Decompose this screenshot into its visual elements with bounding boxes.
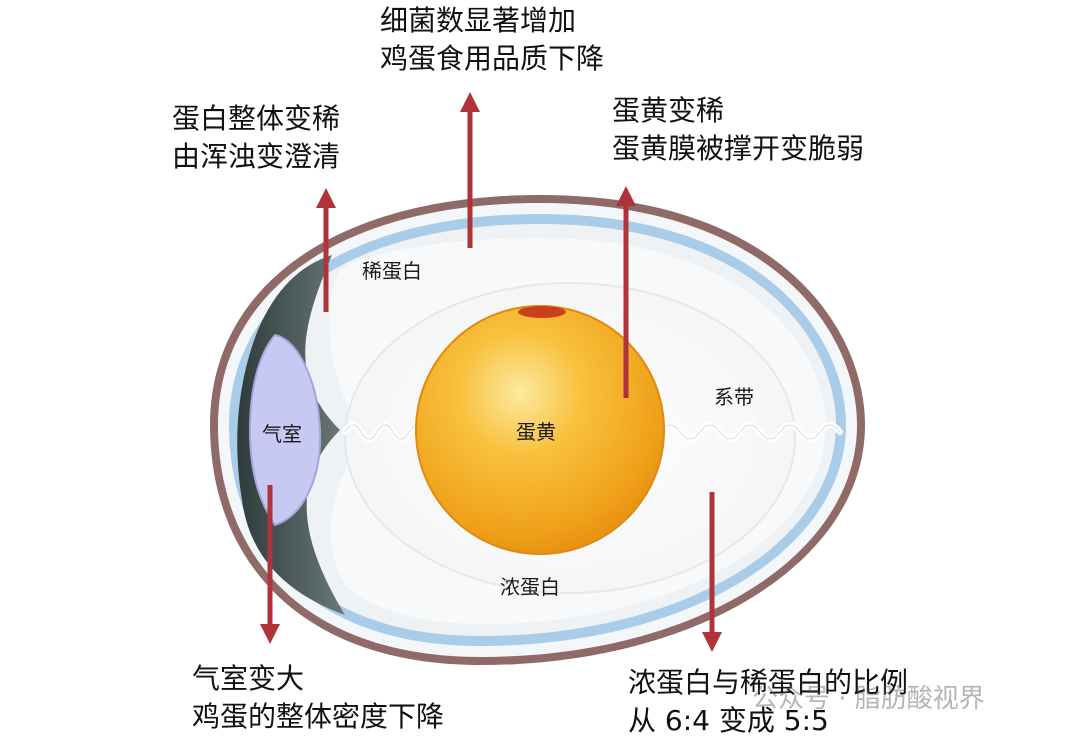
annotation-ratio-line2: 从 6:4 变成 5:5 (628, 704, 829, 737)
germinal-disc (518, 306, 566, 318)
annotation-yolk: 蛋黄变稀 蛋黄膜被撑开变脆弱 (612, 92, 864, 168)
annotation-air-cell-line2: 鸡蛋的整体密度下降 (192, 700, 445, 733)
watermark: 公众号 · 脂肪酸视界 (752, 684, 985, 714)
annotation-yolk-line2: 蛋黄膜被撑开变脆弱 (612, 132, 865, 165)
label-chalaza: 系带 (714, 385, 754, 409)
chalaza-left-outline (344, 424, 422, 440)
label-thick-albumen: 浓蛋白 (500, 575, 560, 599)
annotation-air-cell: 气室变大 鸡蛋的整体密度下降 (192, 660, 444, 736)
annotation-yolk-line1: 蛋黄变稀 (612, 94, 725, 127)
label-yolk: 蛋黄 (516, 420, 556, 444)
annotation-albumen: 蛋白整体变稀 由浑浊变澄清 (172, 100, 340, 176)
label-thin-albumen: 稀蛋白 (362, 259, 422, 283)
air-cell (248, 333, 322, 527)
egg-yolk (415, 305, 665, 555)
annotation-ratio: 浓蛋白与稀蛋白的比例 从 6:4 变成 5:5 (628, 664, 908, 740)
label-air-cell: 气室 (262, 422, 302, 446)
annotation-bacteria: 细菌数显著增加 鸡蛋食用品质下降 (380, 2, 604, 78)
annotation-bacteria-line2: 鸡蛋食用品质下降 (380, 42, 605, 75)
annotation-bacteria-line1: 细菌数显著增加 (380, 4, 577, 37)
annotation-albumen-line1: 蛋白整体变稀 (172, 102, 341, 135)
annotation-ratio-line1: 浓蛋白与稀蛋白的比例 (628, 666, 909, 699)
annotation-albumen-line2: 由浑浊变澄清 (172, 140, 341, 173)
chalaza-right-outline (659, 424, 841, 440)
annotation-air-cell-line1: 气室变大 (192, 662, 305, 695)
